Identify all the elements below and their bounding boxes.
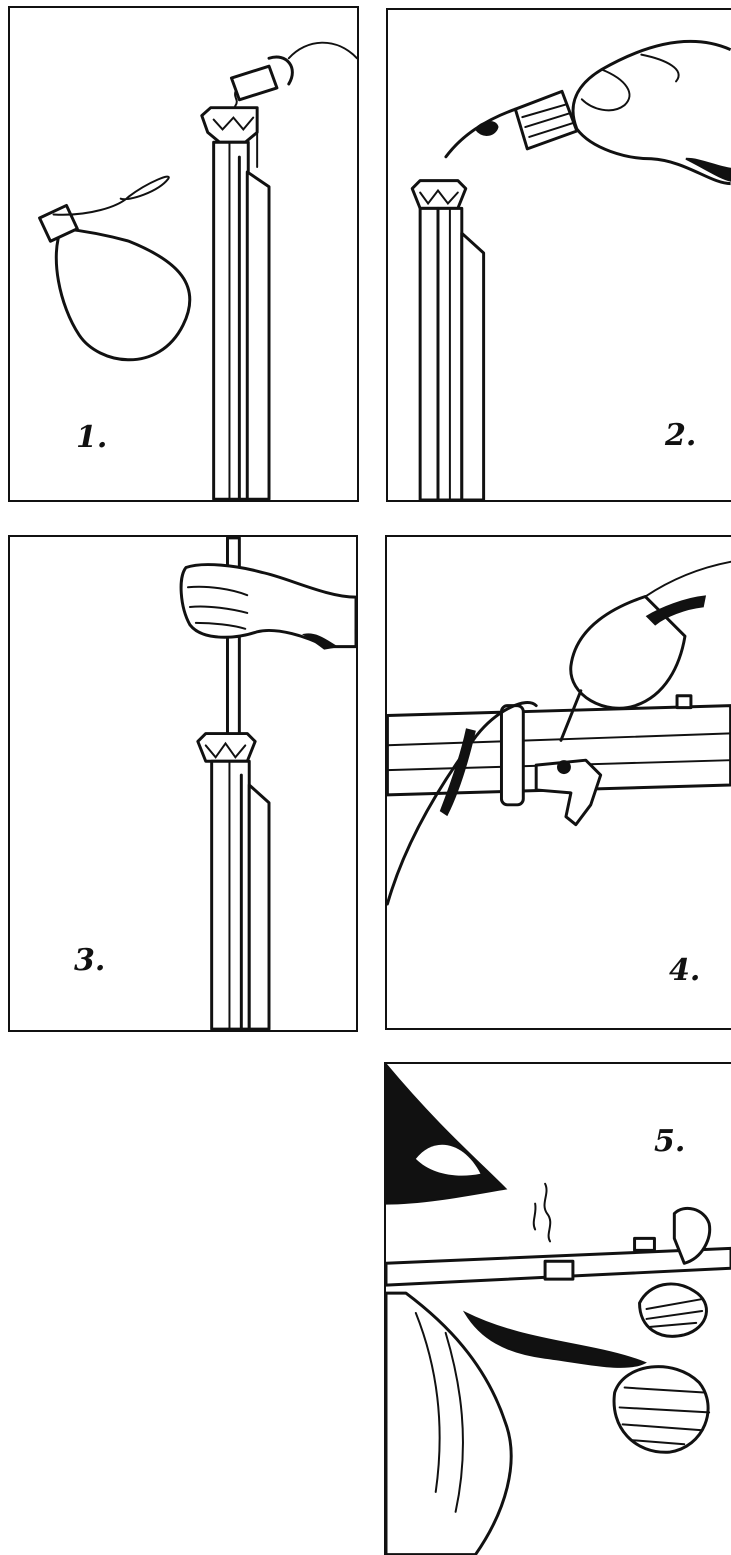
step-number: 2. bbox=[665, 418, 696, 453]
lock-mechanism-icon bbox=[536, 760, 600, 824]
step-2-panel: 2. bbox=[386, 8, 731, 502]
pour-powder-illustration bbox=[10, 8, 357, 500]
smoke-icon bbox=[534, 1184, 551, 1242]
barrel-icon bbox=[198, 734, 269, 1030]
patch-ball-icon bbox=[446, 91, 577, 156]
step-1-panel: 1. bbox=[8, 6, 359, 502]
hand-icon bbox=[573, 41, 731, 183]
step-number: 3. bbox=[74, 943, 105, 978]
hand-icon bbox=[181, 565, 356, 649]
step-number: 1. bbox=[76, 420, 107, 455]
ram-ball-illustration bbox=[10, 537, 356, 1030]
powder-flask-icon bbox=[40, 177, 190, 360]
step-4-panel: 4. bbox=[385, 535, 731, 1030]
step-number: 4. bbox=[669, 953, 700, 988]
barrel-icon bbox=[202, 108, 269, 499]
hat-brim-icon bbox=[386, 1064, 505, 1203]
barrel-icon bbox=[412, 181, 483, 500]
step-3-panel: 3. bbox=[8, 535, 358, 1032]
step-number: 5. bbox=[654, 1124, 685, 1159]
step-5-panel: 5. bbox=[384, 1062, 731, 1555]
